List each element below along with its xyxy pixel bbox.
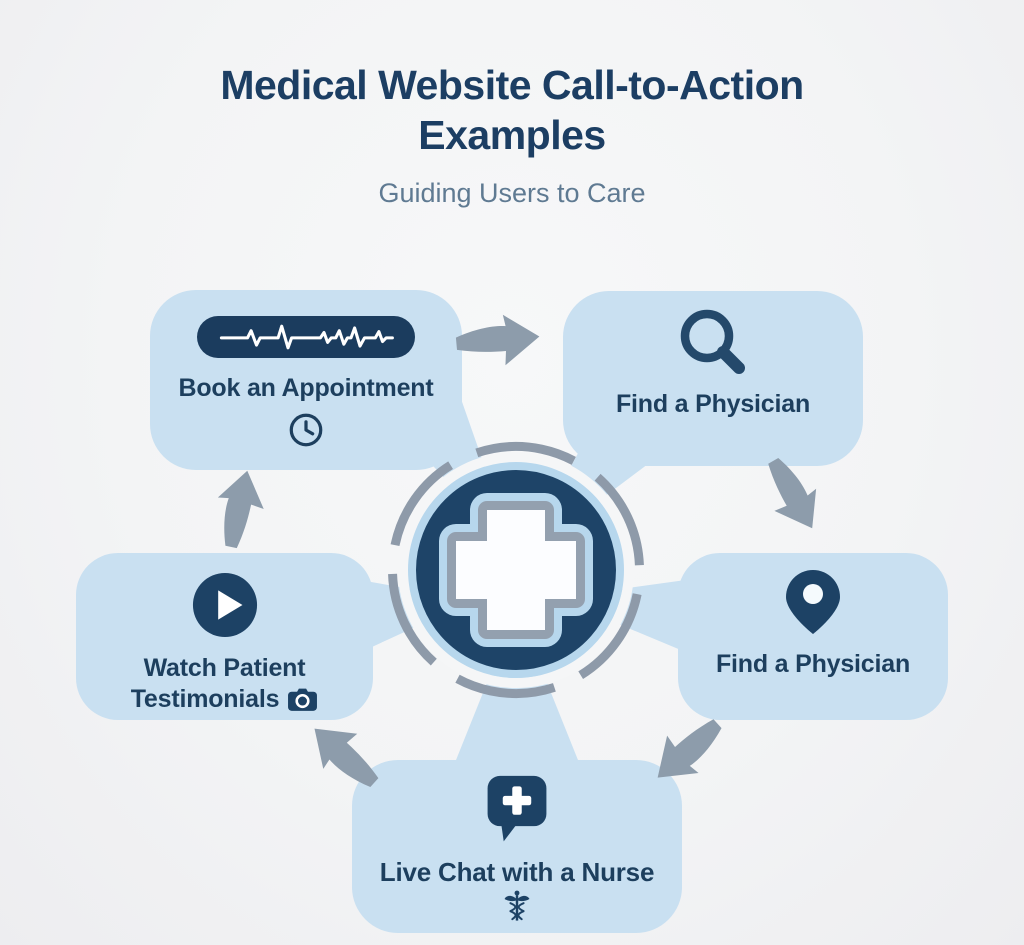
cta-card-book-appointment[interactable]: Book an Appointment	[150, 290, 462, 470]
page-title-line2: Examples	[418, 112, 606, 158]
cta-card-find-physician-pin[interactable]: Find a Physician	[678, 553, 948, 720]
play-icon	[191, 571, 259, 644]
chat-bubble-plus-icon	[485, 774, 549, 853]
cta-label: Watch Patient Testimonials	[131, 653, 319, 715]
cta-label: Live Chat with a Nurse	[379, 857, 655, 887]
arrow-watch-to-book	[217, 470, 264, 549]
cta-label: Find a Physician	[615, 390, 811, 418]
page-title: Medical Website Call-to-Action Examples	[0, 60, 1024, 160]
page-title-line1: Medical Website Call-to-Action	[220, 62, 804, 108]
emblem-gap-ring	[398, 452, 634, 688]
cross-shape	[456, 510, 576, 630]
caduceus-icon	[502, 890, 532, 927]
arrow-find-search-to-find-pin	[768, 457, 817, 529]
emblem-dashed-ring	[388, 442, 644, 698]
arrow-book-to-find-search	[455, 314, 540, 366]
location-pin-icon	[785, 569, 841, 640]
cta-label: Find a Physician	[715, 650, 911, 678]
cta-label-line2: Testimonials	[130, 685, 280, 713]
cta-label: Book an Appointment	[178, 374, 434, 402]
cta-card-find-physician-search[interactable]: Find a Physician	[563, 291, 863, 466]
cta-card-watch-testimonials[interactable]: Watch Patient Testimonials	[76, 553, 373, 720]
camera-icon	[287, 687, 318, 712]
cta-card-live-chat[interactable]: Live Chat with a Nurse	[352, 760, 682, 933]
clock-icon	[287, 411, 325, 454]
page-subtitle: Guiding Users to Care	[378, 178, 646, 208]
medical-cross-icon	[388, 442, 644, 698]
ekg-waveform-icon	[197, 316, 415, 358]
arrow-find-pin-to-chat	[657, 719, 722, 778]
arrow-chat-to-watch	[314, 728, 379, 788]
cta-label-line1: Watch Patient	[143, 654, 306, 682]
search-icon	[676, 305, 750, 384]
header: Medical Website Call-to-Action Examples …	[0, 60, 1024, 209]
